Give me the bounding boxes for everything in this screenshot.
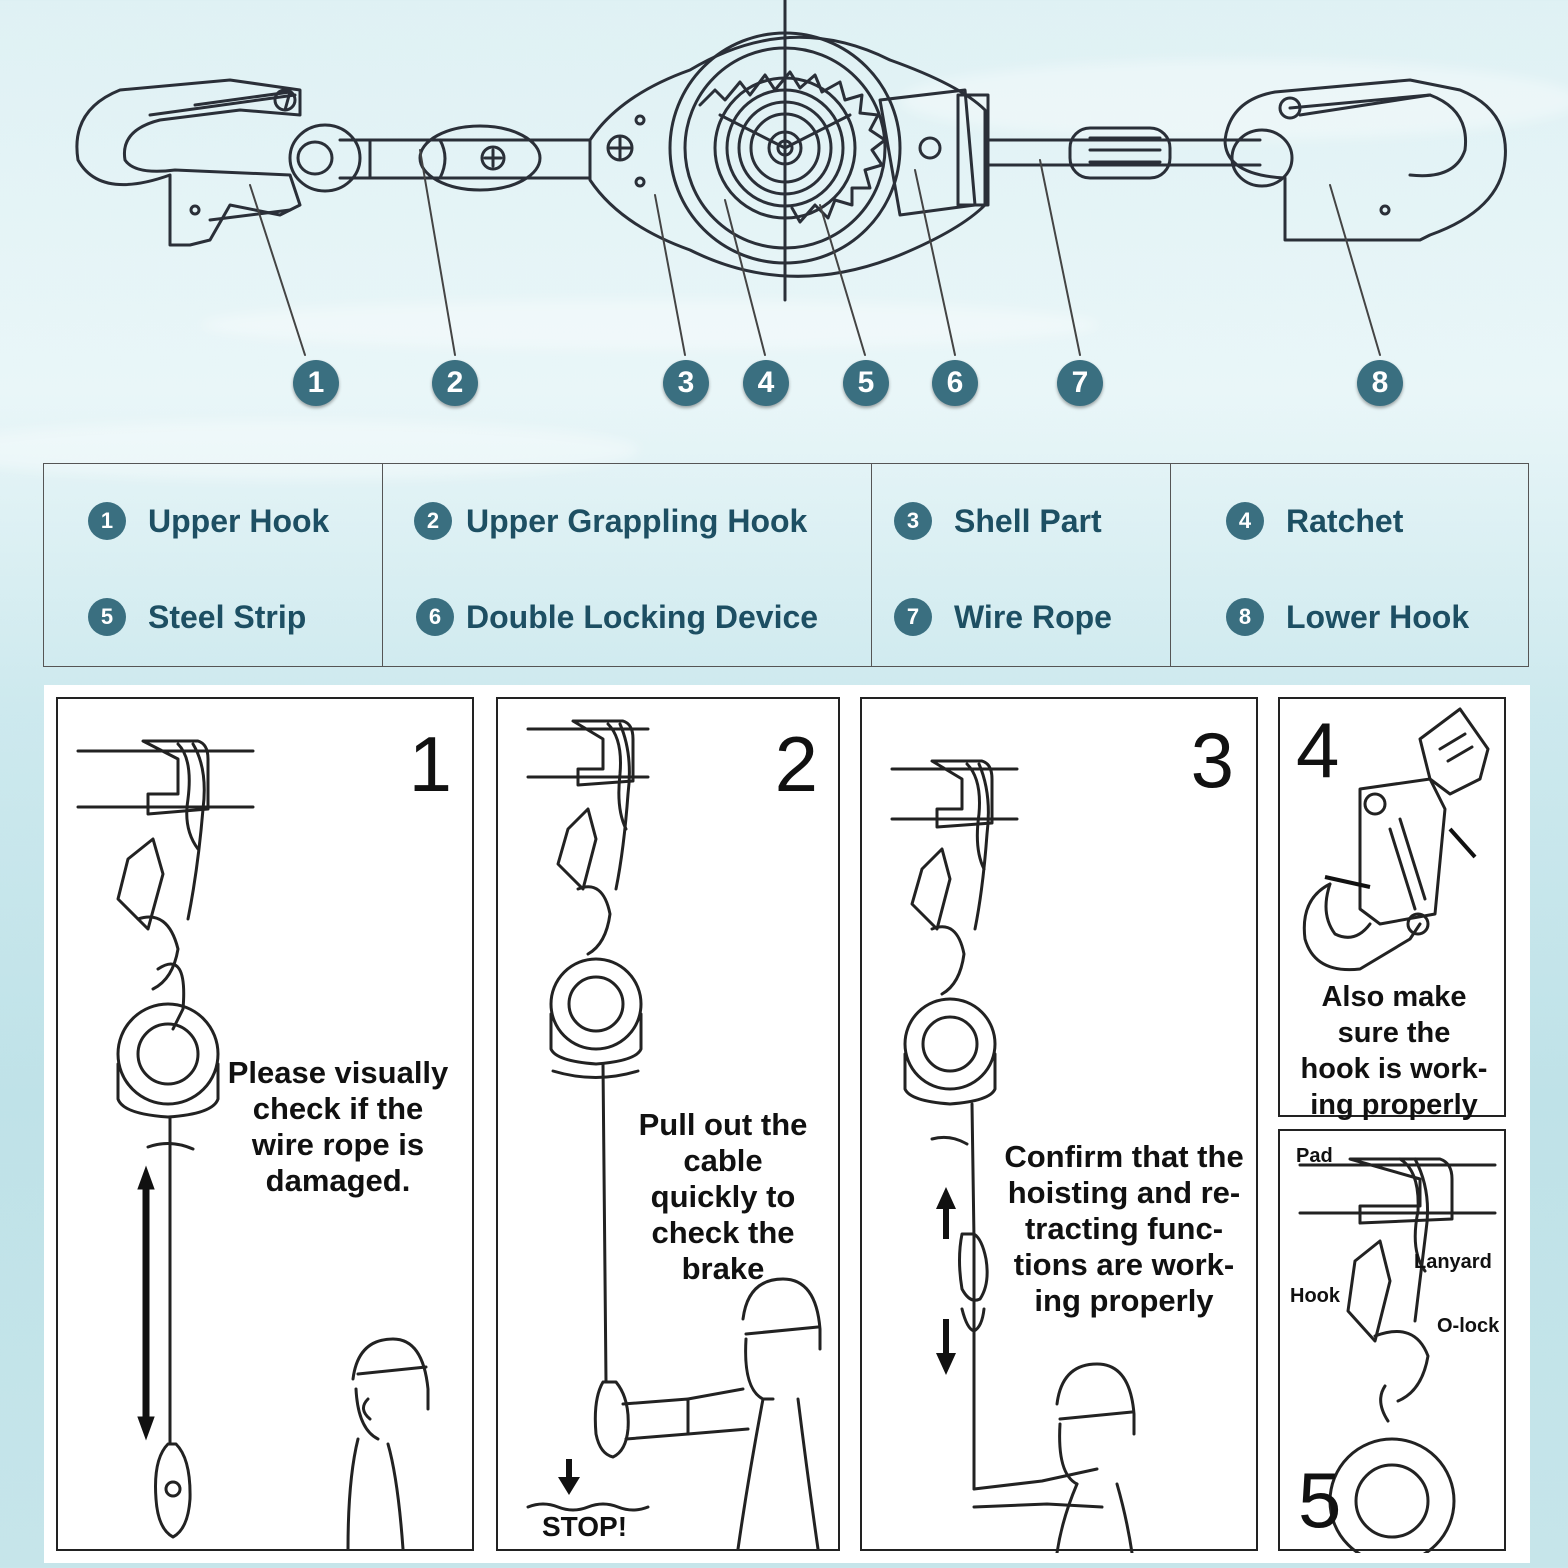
legend-number: 5 [88, 598, 126, 636]
step-1-text: Please visually check if the wire rope i… [227, 1055, 449, 1198]
legend-number: 8 [1226, 598, 1264, 636]
legend-divider [382, 464, 383, 666]
step-2-illustration [526, 719, 822, 1551]
legend-label: Lower Hook [1286, 598, 1470, 635]
callout-6: 6 [932, 360, 978, 406]
legend-item-ratchet: 4 Ratchet [1226, 501, 1403, 541]
callout-1: 1 [293, 360, 339, 406]
legend-item-lower-hook: 8 Lower Hook [1226, 597, 1469, 637]
legend-divider [1170, 464, 1171, 666]
wire-rope-drawing [983, 126, 1262, 180]
step-panel-2: 2 [496, 697, 840, 1551]
legend-number: 7 [894, 598, 932, 636]
callout-leader-lines [249, 149, 1381, 356]
step-panel-4: 4 Also make sure the hook is work- ing p… [1278, 697, 1506, 1121]
legend-item-wire-rope: 7 Wire Rope [894, 597, 1112, 637]
legend-label: Wire Rope [954, 598, 1112, 635]
step-3-text: Confirm that the hoisting and re- tracti… [1004, 1139, 1244, 1318]
parts-legend: 1 Upper Hook 2 Upper Grappling Hook 3 Sh… [43, 463, 1529, 667]
background-streak [0, 420, 640, 480]
legend-label: Shell Part [954, 502, 1102, 539]
background-streak [900, 60, 1568, 140]
callout-5: 5 [843, 360, 889, 406]
lower-hook-drawing [1223, 78, 1507, 242]
legend-item-upper-grappling-hook: 2 Upper Grappling Hook [414, 501, 807, 541]
legend-number: 1 [88, 502, 126, 540]
step-2-text: Pull out the cable quickly to check the … [638, 1107, 808, 1286]
upper-hook-drawing [75, 78, 302, 247]
legend-label: Ratchet [1286, 502, 1404, 539]
callout-7: 7 [1057, 360, 1103, 406]
olock-label: O-lock [1437, 1315, 1500, 1337]
legend-number: 3 [894, 502, 932, 540]
step-4-text: Also make sure the hook is work- ing pro… [1300, 981, 1488, 1121]
legend-item-double-locking-device: 6 Double Locking Device [416, 597, 818, 637]
callout-4: 4 [743, 360, 789, 406]
callout-8: 8 [1357, 360, 1403, 406]
stop-label: STOP! [542, 1511, 628, 1542]
step-panel-5: Pad Lanyard Hook O-lock 5 [1278, 1129, 1506, 1553]
legend-item-upper-hook: 1 Upper Hook [88, 501, 329, 541]
step-4-illustration [1302, 707, 1490, 972]
legend-number: 4 [1226, 502, 1264, 540]
legend-item-steel-strip: 5 Steel Strip [88, 597, 306, 637]
legend-number: 2 [414, 502, 452, 540]
step-5-illustration [1298, 1157, 1497, 1553]
background-streak [200, 300, 1100, 350]
step-number: 4 [1296, 706, 1340, 794]
legend-label: Steel Strip [148, 598, 307, 635]
hook-label: Hook [1290, 1285, 1340, 1307]
device-exploded-diagram [75, 0, 1507, 356]
upper-grappling-hook-drawing [288, 123, 592, 193]
callout-2: 2 [432, 360, 478, 406]
inspection-steps: 1 [44, 685, 1530, 1563]
step-number: 3 [1190, 716, 1234, 804]
step-number: 2 [774, 720, 818, 808]
callout-3: 3 [663, 360, 709, 406]
legend-divider [871, 464, 872, 666]
pad-label: Pad [1296, 1145, 1333, 1167]
legend-label: Double Locking Device [466, 598, 819, 635]
legend-label: Upper Hook [148, 502, 330, 539]
step-panel-1: 1 [56, 697, 474, 1551]
step-3-illustration [890, 759, 1136, 1553]
step-number: 5 [1298, 1456, 1342, 1544]
shell-and-ratchet-drawing [588, 0, 990, 302]
legend-number: 6 [416, 598, 454, 636]
legend-label: Upper Grappling Hook [466, 502, 808, 539]
step-1-illustration [76, 739, 430, 1551]
step-number: 1 [408, 720, 452, 808]
step-panel-3: 3 [860, 697, 1258, 1553]
lanyard-label: Lanyard [1414, 1251, 1492, 1273]
legend-item-shell-part: 3 Shell Part [894, 501, 1102, 541]
